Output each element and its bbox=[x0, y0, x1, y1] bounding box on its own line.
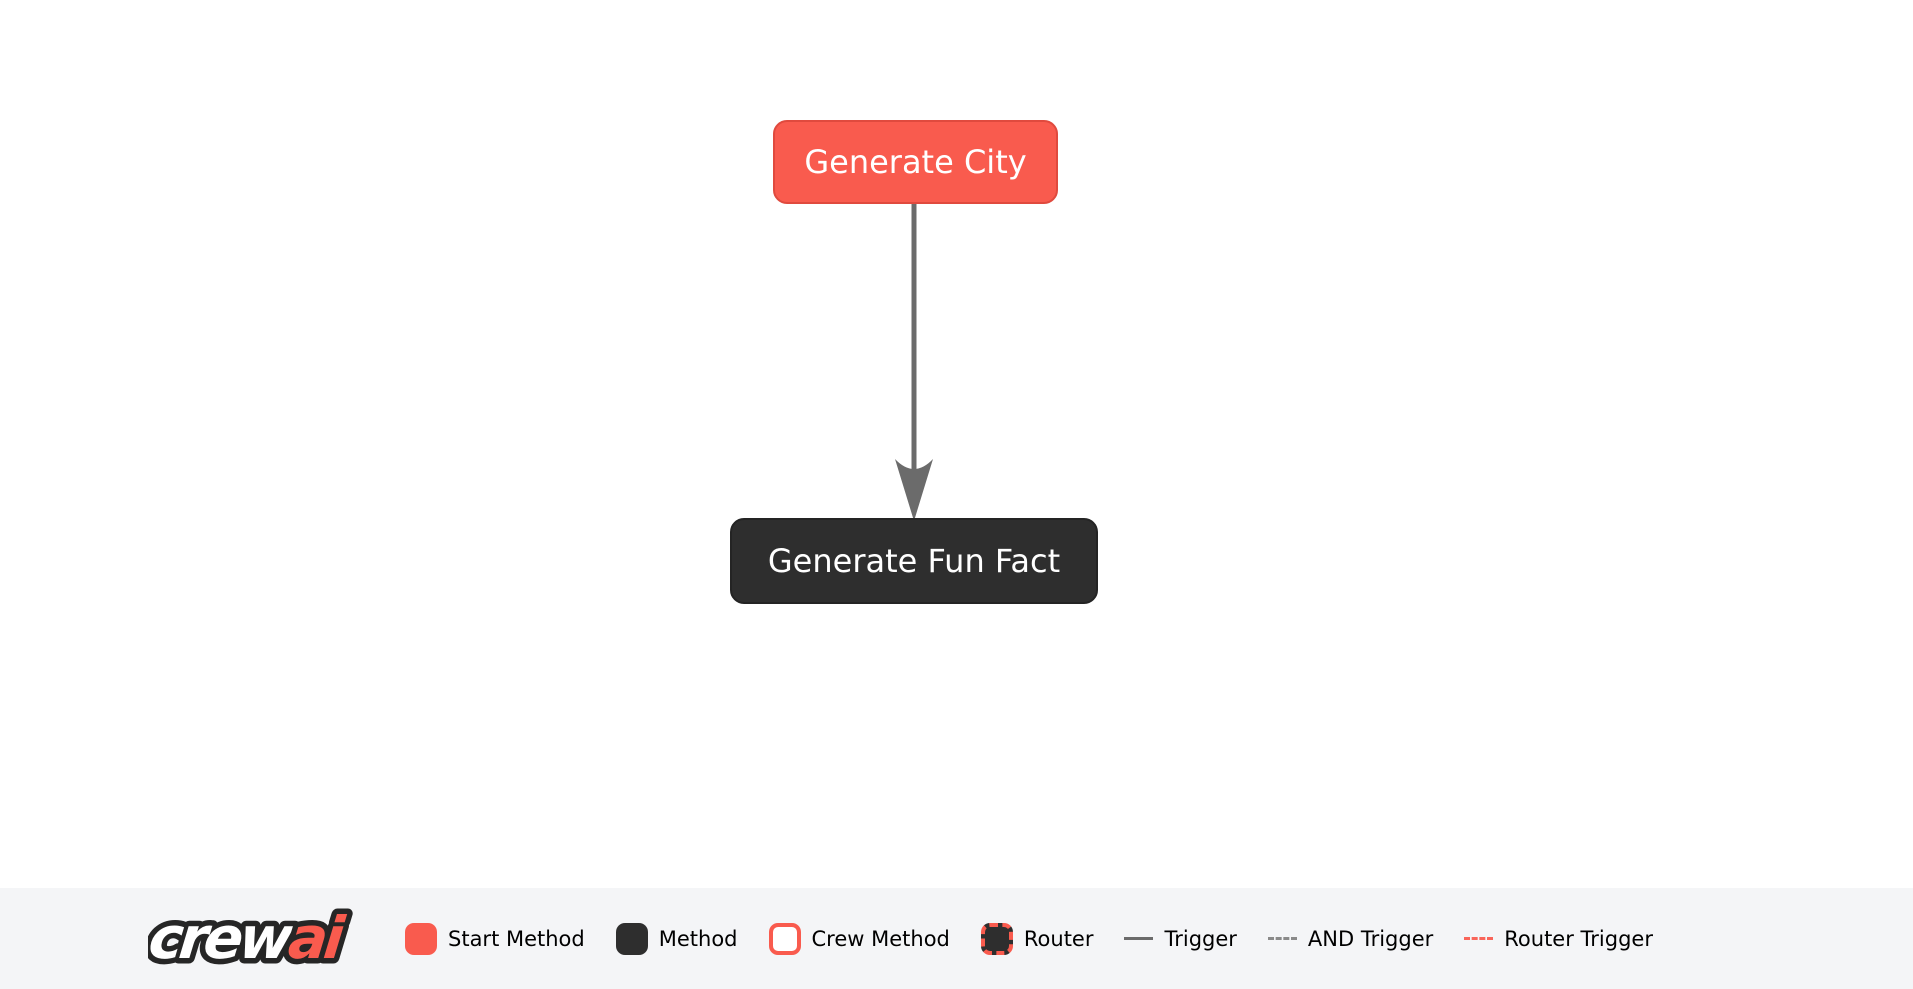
svg-text:crewai: crewai bbox=[148, 904, 349, 972]
logo-crew-text: crew bbox=[148, 904, 297, 972]
router-swatch-icon bbox=[980, 922, 1013, 955]
crew-method-swatch-icon bbox=[768, 922, 801, 955]
logo-ai-text: ai bbox=[285, 904, 348, 972]
legend-label: Router bbox=[1023, 926, 1094, 951]
legend-label: Crew Method bbox=[811, 926, 950, 951]
legend-item-crew-method: Crew Method bbox=[768, 922, 950, 955]
arrowhead-down-icon bbox=[895, 459, 933, 521]
legend-item-and-trigger: AND Trigger bbox=[1267, 926, 1434, 951]
router-trigger-line-icon bbox=[1464, 937, 1494, 940]
legend-label: Start Method bbox=[448, 926, 585, 951]
trigger-line-icon bbox=[1124, 937, 1154, 940]
crewai-logo: crewai bbox=[148, 899, 354, 978]
start-method-swatch-icon bbox=[405, 922, 437, 955]
legend-label: Router Trigger bbox=[1504, 926, 1653, 951]
legend-label: Trigger bbox=[1164, 926, 1237, 951]
method-swatch-icon bbox=[615, 922, 648, 955]
legend-label: AND Trigger bbox=[1307, 926, 1434, 951]
legend-item-router: Router bbox=[980, 922, 1094, 955]
node-generate-fun-fact[interactable]: Generate Fun Fact bbox=[730, 518, 1098, 604]
node-label: Generate City bbox=[804, 143, 1027, 181]
trigger-edge bbox=[895, 202, 933, 521]
legend-item-method: Method bbox=[615, 922, 738, 955]
flow-graph-canvas[interactable]: Generate City Generate Fun Fact bbox=[0, 0, 1913, 888]
legend-footer: crewai Start Method Method Crew Method R… bbox=[0, 888, 1913, 989]
legend: Start Method Method Crew Method Router T… bbox=[405, 888, 1653, 989]
node-generate-city[interactable]: Generate City bbox=[773, 120, 1058, 204]
legend-item-start-method: Start Method bbox=[405, 922, 585, 955]
legend-item-router-trigger: Router Trigger bbox=[1464, 927, 1653, 951]
node-label: Generate Fun Fact bbox=[767, 542, 1061, 580]
legend-label: Method bbox=[658, 926, 738, 951]
legend-item-trigger: Trigger bbox=[1124, 926, 1237, 951]
and-trigger-line-icon bbox=[1267, 937, 1297, 940]
